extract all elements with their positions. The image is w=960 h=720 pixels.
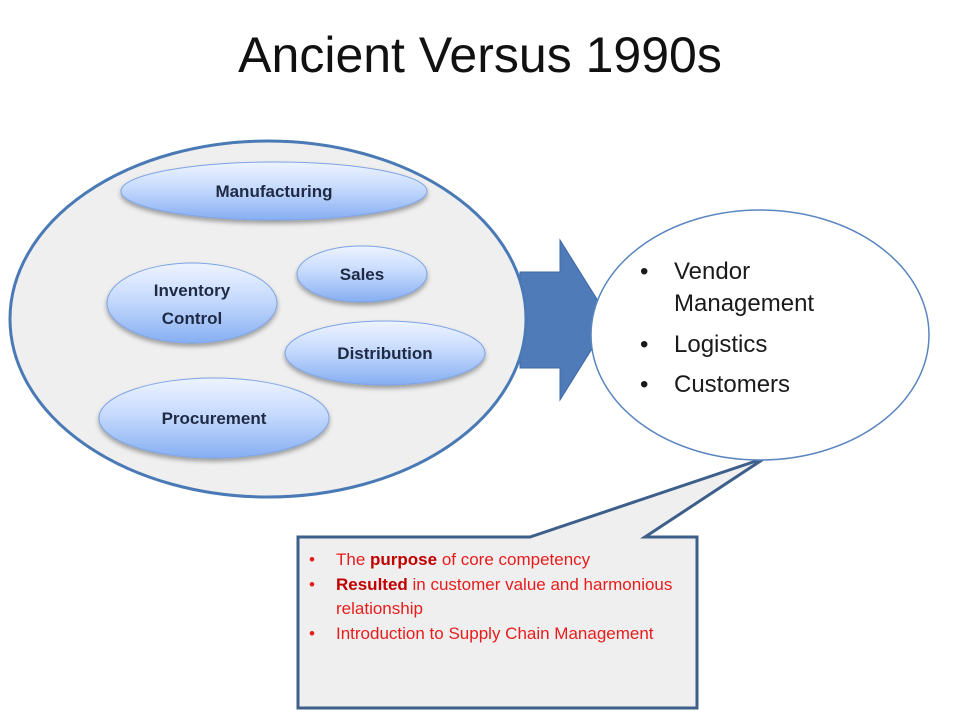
outcome-item-text: Vendor Management [674,258,815,318]
pill-procurement-label: Procurement [162,409,267,428]
pill-distribution [284,320,486,386]
outcome-item-text: Logistics [674,330,768,358]
pill-inventory-label-line1: Inventory [154,281,231,300]
callout-item: • The purpose of core competency [305,548,685,571]
outcomes-ellipse [590,209,930,461]
outcomes-list: • Vendor Management • Logistics • Custom… [640,256,890,410]
bullet-marker: • [640,330,649,358]
pill-sales-label: Sales [340,265,384,284]
callout-list: • The purpose of core competency • Resulte… [305,548,685,648]
pill-procurement [98,377,330,459]
callout-item: • Resulted in customer value and harmonio… [305,573,685,620]
bullet-marker: • [640,258,649,285]
callout-item-emphasis: purpose [370,550,438,569]
outcome-item-text: Customers [674,371,791,399]
pill-sales [296,245,428,303]
outcome-item: • Logistics [640,329,890,361]
callout-item-emphasis: Resulted [336,575,408,595]
bullet-marker: • [640,371,649,399]
pill-manufacturing [120,161,428,221]
outcome-item: • Vendor Management [640,256,890,321]
pill-manufacturing-label: Manufacturing [215,182,332,201]
outcome-item: • Customers [640,369,890,401]
slide-title: Ancient Versus 1990s [238,27,722,83]
bullet-marker: • [309,550,315,569]
callout-item-text: of core competency [437,550,591,569]
callout-item-text: in customer value and harmonious relatio… [336,575,673,618]
pill-inventory-control [106,262,278,344]
callout-item: • Introduction to Supply Chain Management [305,622,685,645]
callout-item-text: Introduction to Supply Chain Management [336,624,654,644]
callout-item-text: The [336,550,371,569]
bullet-marker: • [309,624,315,644]
pill-distribution-label: Distribution [337,344,432,363]
right-arrow-shape [519,238,611,402]
bullet-marker: • [309,575,315,595]
pill-inventory-label-line2: Control [162,309,222,328]
callout-shape [296,456,766,710]
